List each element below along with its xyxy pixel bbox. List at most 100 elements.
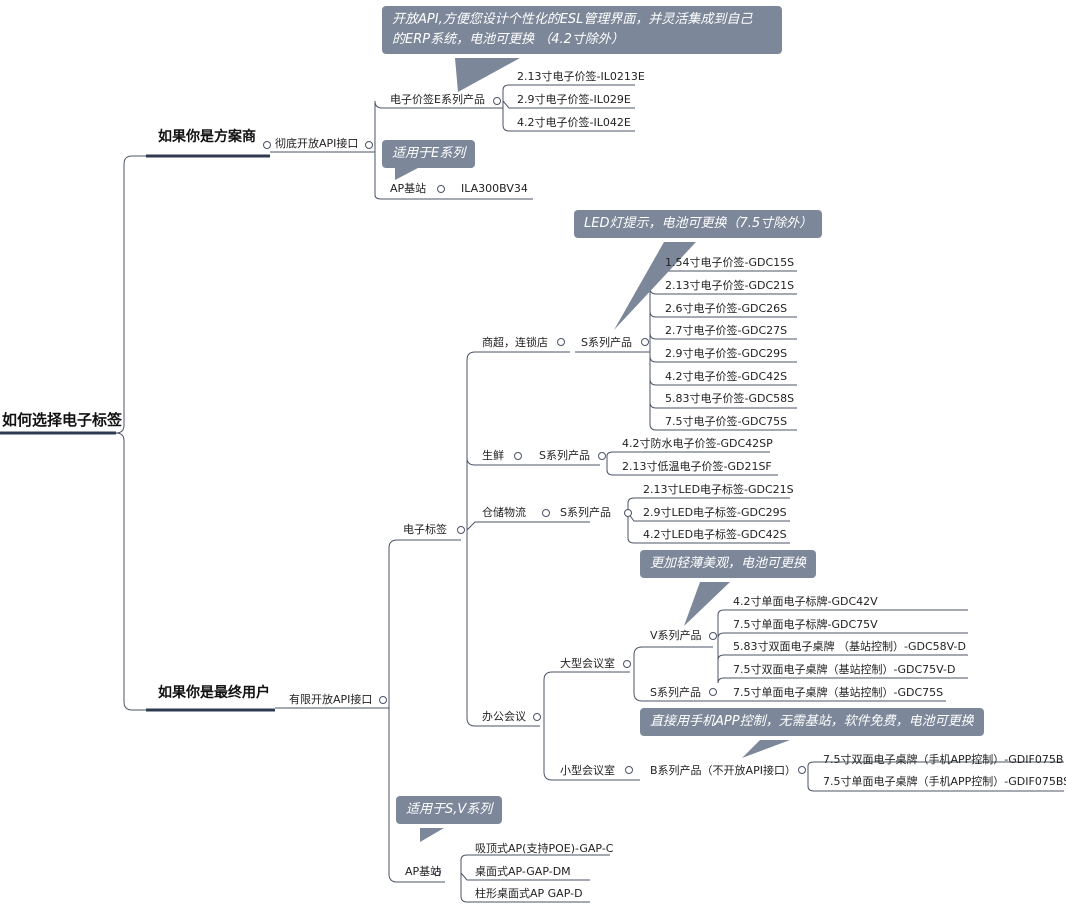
v-item-2: 7.5寸单面电子标牌-GDC75V xyxy=(733,618,878,631)
provider-title-circle xyxy=(263,141,271,149)
enduser-api-circle xyxy=(379,696,387,704)
provider-ap-model: ILA300BV34 xyxy=(461,182,528,195)
fresh-node: 生鲜 xyxy=(482,449,504,462)
b-line-2 xyxy=(807,770,1064,792)
supermarket-series: S系列产品 xyxy=(581,336,632,349)
fresh-line-1 xyxy=(606,451,770,457)
office-to-large xyxy=(543,671,630,717)
office-circle xyxy=(533,713,541,721)
e-series-node: 电子价签E系列产品 xyxy=(390,93,485,106)
enduser-api-node: 有限开放API接口 xyxy=(289,693,373,706)
sm-item-5: 2.9寸电子价签-GDC29S xyxy=(665,347,788,360)
e-items-top xyxy=(502,84,635,101)
office-node: 办公会议 xyxy=(482,710,526,723)
sm-item-4: 2.7寸电子价签-GDC27S xyxy=(665,324,788,337)
wh-item-3: 4.2寸LED电子标签-GDC42S xyxy=(643,528,787,541)
callout-api-pointer xyxy=(455,58,520,92)
provider-ap-circle xyxy=(437,185,445,193)
large-room-circle xyxy=(623,660,631,668)
ap-item-2: 桌面式AP-GAP-DM xyxy=(475,865,571,878)
callout-b-pointer xyxy=(742,740,790,758)
office-to-small xyxy=(543,717,640,781)
v-line-4 xyxy=(717,636,968,684)
wh-line-3 xyxy=(627,513,790,544)
fresh-line-2 xyxy=(606,456,778,476)
provider-title: 如果你是方案商 xyxy=(158,129,256,145)
sm-line-4 xyxy=(649,332,797,342)
v-line-2 xyxy=(717,632,968,639)
ap-line-1 xyxy=(460,854,610,873)
e-item-1: 2.13寸电子价签-IL0213E xyxy=(517,70,645,83)
warehouse-series: S系列产品 xyxy=(560,506,611,519)
v-s-circle xyxy=(709,688,717,696)
sm-item-2: 2.13寸电子价签-GDC21S xyxy=(665,279,795,292)
warehouse-series-circle xyxy=(624,509,632,517)
b-series-node: B系列产品（不开放API接口） xyxy=(650,764,796,777)
v-item-3: 5.83寸双面电子桌牌 （基站控制）-GDC58V-D xyxy=(733,640,966,653)
small-room-circle xyxy=(625,766,633,774)
sm-item-6: 4.2寸电子价签-GDC42S xyxy=(665,370,788,383)
callout-v-note: 更加轻薄美观，电池可更换 xyxy=(640,550,817,578)
provider-api-circle xyxy=(365,141,373,149)
warehouse-node: 仓储物流 xyxy=(482,506,526,519)
esl-node: 电子标签 xyxy=(403,523,447,536)
sm-item-1: 1.54寸电子价签-GDC15S xyxy=(665,256,795,269)
provider-branch-down xyxy=(374,145,455,200)
callout-b-note: 直接用手机APP控制，无需基站，软件免费，电池可更换 xyxy=(640,708,984,736)
ap-line-3 xyxy=(460,873,590,903)
fresh-series-circle xyxy=(598,452,606,460)
callout-api-note-line2: 的ERP系统，电池可更换 （4.2寸除外） xyxy=(392,32,624,47)
callout-ap-note: 适用于S,V系列 xyxy=(396,796,503,824)
enduser-ap-node: AP基站 xyxy=(405,865,442,878)
callout-api-note: 开放API,方便您设计个性化的ESL管理界面，并灵活集成到自己 的ERP系统，电… xyxy=(382,6,782,54)
callout-e-ap-pointer xyxy=(395,168,418,180)
esl-to-supermarket xyxy=(466,351,570,530)
e-item-3: 4.2寸电子价签-IL042E xyxy=(517,116,631,129)
callout-e-ap-note: 适用于E系列 xyxy=(382,140,476,168)
root-to-enduser xyxy=(115,432,146,711)
e-item-2: 2.9寸电子价签-IL029E xyxy=(517,93,631,106)
v-item-1: 4.2寸单面电子标牌-GDC42V xyxy=(733,595,878,608)
wh-item-2: 2.9寸LED电子标签-GDC29S xyxy=(643,506,787,519)
callout-ap-pointer xyxy=(420,828,444,842)
callout-led-note: LED灯提示，电池可更换（7.5寸除外） xyxy=(574,210,823,238)
esl-to-warehouse xyxy=(466,521,590,531)
s-office-item: 7.5寸单面电子桌牌（基站控制）-GDC75S xyxy=(733,686,944,699)
fresh-circle xyxy=(514,452,522,460)
callout-v-pointer xyxy=(684,582,730,626)
large-room-node: 大型会议室 xyxy=(560,657,615,670)
esl-to-fresh xyxy=(466,457,600,530)
fresh-series: S系列产品 xyxy=(539,449,590,462)
esl-to-office xyxy=(466,530,540,727)
v-item-4: 7.5寸双面电子桌牌（基站控制）-GDC75V-D xyxy=(733,663,956,676)
wh-line-1 xyxy=(627,497,790,513)
v-line-1 xyxy=(717,609,968,636)
v-series-node: V系列产品 xyxy=(650,629,702,642)
ap-item-1: 吸顶式AP(支持POE)-GAP-C xyxy=(475,842,614,855)
enduser-title: 如果你是最终用户 xyxy=(158,685,270,701)
b-item-2: 7.5寸单面电子桌牌（手机APP控制）-GDIF075BS xyxy=(823,775,1066,788)
fresh-item-2: 2.13寸低温电子价签-GD21SF xyxy=(622,460,772,473)
root-to-provider xyxy=(115,155,146,434)
wh-item-1: 2.13寸LED电子标签-GDC21S xyxy=(643,483,794,496)
e-items-bottom xyxy=(502,101,635,132)
supermarket-series-circle xyxy=(641,338,649,346)
v-series-circle xyxy=(709,632,717,640)
warehouse-circle xyxy=(542,509,550,517)
small-room-node: 小型会议室 xyxy=(560,764,615,777)
enduser-to-esl xyxy=(388,539,461,700)
ap-item-3: 柱形桌面式AP GAP-D xyxy=(475,887,583,900)
provider-ap-node: AP基站 xyxy=(390,182,427,195)
b-line-1 xyxy=(807,761,1064,770)
large-to-v xyxy=(633,646,713,664)
sm-line-3 xyxy=(649,310,797,342)
ap-line-2 xyxy=(460,872,590,881)
s-series-node: S系列产品 xyxy=(650,686,701,699)
large-to-s xyxy=(633,664,730,702)
sm-item-8: 7.5寸电子价签-GDC75S xyxy=(665,415,788,428)
root-title: 如何选择电子标签 xyxy=(2,411,123,429)
provider-api-node: 彻底开放API接口 xyxy=(275,137,359,150)
e-items-mid xyxy=(502,100,635,109)
fresh-item-1: 4.2寸防水电子价签-GDC42SP xyxy=(622,437,773,450)
